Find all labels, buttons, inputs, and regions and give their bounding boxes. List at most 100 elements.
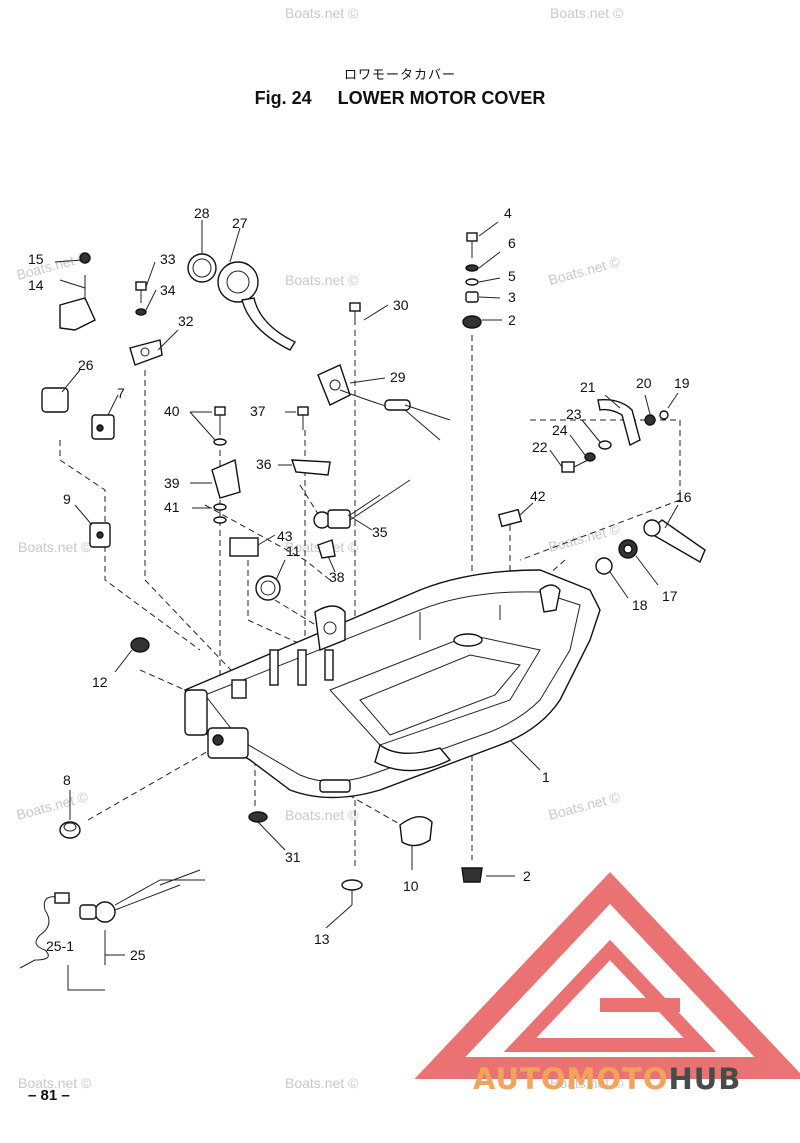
part-grommet-31 <box>248 811 268 823</box>
site-logo: AUTOMOTOHUB <box>473 1062 741 1096</box>
callout-labels: 1 2 2 3 4 5 6 7 8 9 10 11 12 13 14 15 16… <box>28 205 692 963</box>
part-bolt-37 <box>297 406 309 430</box>
part-washer-5 <box>465 278 479 286</box>
callout-12: 12 <box>92 674 108 690</box>
callout-9: 9 <box>63 491 71 507</box>
part-grommet-28 <box>187 253 217 283</box>
callout-32: 32 <box>178 313 194 329</box>
part-bolt-33 <box>135 281 147 316</box>
figure-number: Fig. 24 <box>254 88 312 108</box>
watermark: Boats.net © <box>550 5 624 21</box>
part-collar-18 <box>595 557 613 575</box>
part-nut-20 <box>644 414 656 426</box>
figure-title: Fig. 24 LOWER MOTOR COVER <box>0 88 800 109</box>
part-grommet-2-top <box>462 315 482 329</box>
callout-15: 15 <box>28 251 44 267</box>
callout-22: 22 <box>532 439 548 455</box>
part-bolt-22 <box>561 459 589 473</box>
callout-25: 25 <box>130 947 146 963</box>
part-lanyard-25 <box>19 869 205 991</box>
part-switch-7 <box>91 414 115 440</box>
callout-7: 7 <box>117 385 125 401</box>
part-washer-41 <box>213 503 227 524</box>
part-bolt-30 <box>349 302 361 325</box>
part-lever-21 <box>597 399 641 447</box>
part-bracket-36 <box>291 459 331 476</box>
callout-37: 37 <box>250 403 266 419</box>
callout-29: 29 <box>390 369 406 385</box>
callout-33: 33 <box>160 251 176 267</box>
callout-17: 17 <box>662 588 678 604</box>
callout-4: 4 <box>504 205 512 221</box>
lower-motor-cover <box>184 569 601 799</box>
callout-10: 10 <box>403 878 419 894</box>
callout-6: 6 <box>508 235 516 251</box>
part-clamp-14 <box>59 252 96 331</box>
figure-title-text: LOWER MOTOR COVER <box>337 88 546 108</box>
callout-35: 35 <box>372 524 388 540</box>
part-spring-24 <box>584 452 596 462</box>
part-grommet-11 <box>255 575 281 601</box>
part-harness-27 <box>217 261 297 351</box>
part-washer-6 <box>465 264 479 272</box>
watermark: Boats.net © <box>285 1075 359 1091</box>
part-bracket-29 <box>317 364 451 441</box>
part-bracket-39 <box>211 458 241 499</box>
part-plug-8 <box>59 821 81 839</box>
part-holder-9 <box>89 522 111 548</box>
part-label-42 <box>497 508 523 528</box>
part-grommet-12 <box>130 637 150 653</box>
callout-41: 41 <box>164 499 180 515</box>
callout-16: 16 <box>676 489 692 505</box>
callout-23: 23 <box>566 406 582 422</box>
logo-text-part1: AUTOMOTO <box>473 1062 669 1096</box>
part-bolt-13 <box>341 879 363 905</box>
watermark: Boats.net © <box>285 807 359 823</box>
part-clip-38 <box>317 539 336 559</box>
page-number: – 81 – <box>28 1087 70 1104</box>
watermark: Boats.net © <box>15 788 91 823</box>
callout-39: 39 <box>164 475 180 491</box>
part-cover-10 <box>399 816 433 847</box>
logo-text-part2: HUB <box>668 1062 742 1096</box>
part-switch-26 <box>41 387 69 413</box>
part-collar-3 <box>465 291 479 303</box>
callout-43: 43 <box>277 528 293 544</box>
part-bolt-4 <box>466 232 478 258</box>
callout-40: 40 <box>164 403 180 419</box>
callout-38: 38 <box>329 569 345 585</box>
callout-20: 20 <box>636 375 652 391</box>
watermark: Boats.net © <box>547 253 623 288</box>
callout-19: 19 <box>674 375 690 391</box>
callout-36: 36 <box>256 456 272 472</box>
callout-30: 30 <box>393 297 409 313</box>
callout-27: 27 <box>232 215 248 231</box>
watermark: Boats.net © <box>18 1075 92 1091</box>
callout-24: 24 <box>552 422 568 438</box>
callout-21: 21 <box>580 379 596 395</box>
part-washer-23 <box>598 440 612 450</box>
callout-8: 8 <box>63 772 71 788</box>
callout-2: 2 <box>523 868 531 884</box>
callout-18: 18 <box>632 597 648 613</box>
callout-42: 42 <box>530 488 546 504</box>
part-washer-19 <box>659 410 669 420</box>
part-collar-17 <box>618 539 638 559</box>
callout-13: 13 <box>314 931 330 947</box>
callout-26: 26 <box>78 357 94 373</box>
callout-28: 28 <box>194 205 210 221</box>
leader-lines <box>54 220 679 956</box>
callout-2: 2 <box>508 312 516 328</box>
watermark: Boats.net © <box>285 5 359 21</box>
callout-34: 34 <box>160 282 176 298</box>
watermark: Boats.net © <box>285 272 359 288</box>
callout-5: 5 <box>508 268 516 284</box>
part-bolt-40 <box>213 406 227 446</box>
figure-title-japanese: ロワモータカバー <box>343 68 456 83</box>
part-lever-16 <box>643 519 706 564</box>
part-label-43 <box>229 537 259 557</box>
callout-31: 31 <box>285 849 301 865</box>
watermark: Boats.net © <box>18 539 92 555</box>
part-grommet-2-bottom <box>461 867 483 883</box>
